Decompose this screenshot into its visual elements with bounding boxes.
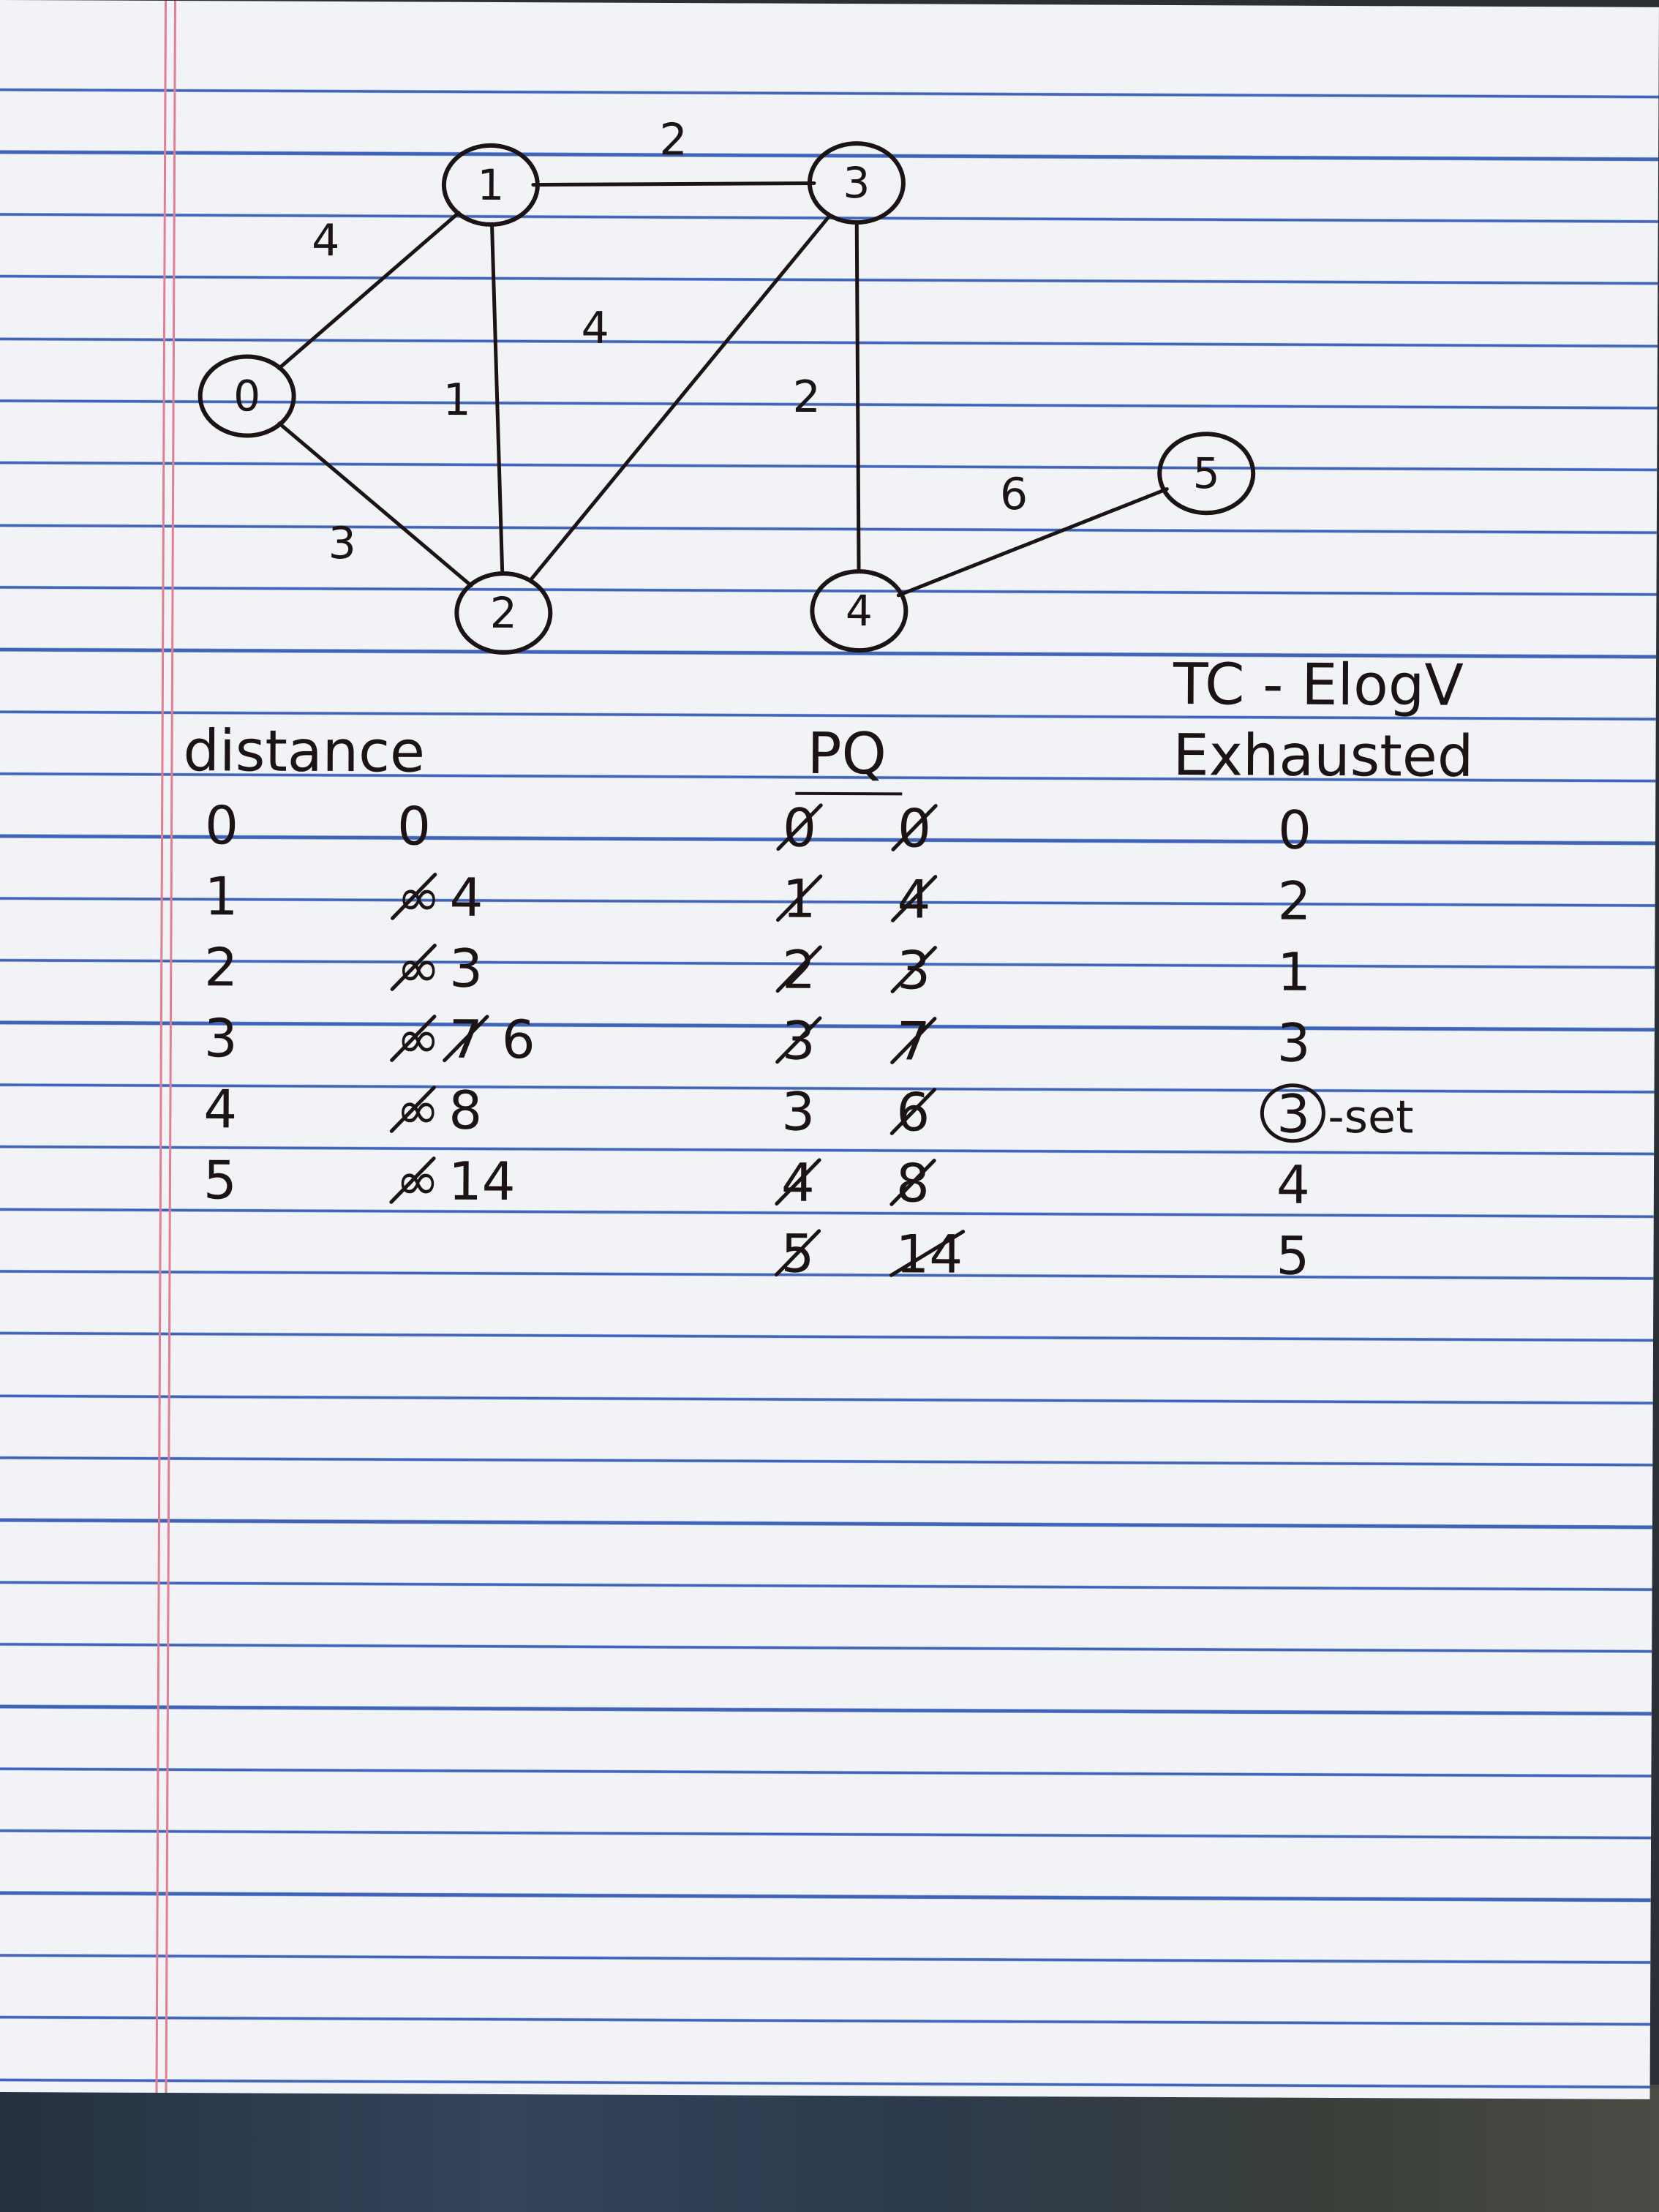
strike-mark (891, 875, 938, 922)
node-2-circle (454, 571, 553, 655)
distance-row: 4∞8 (203, 1078, 482, 1141)
pq-row: 37 (775, 1010, 937, 1072)
pq-table: PQ 00 14 23 37 36 48 514 (774, 721, 966, 1285)
distance-node: 5 (203, 1149, 237, 1211)
strike-mark (443, 1015, 489, 1063)
node-0-label: 0 (233, 371, 260, 421)
edge-0-1 (276, 211, 461, 371)
exhausted-node: 3 (1276, 1083, 1310, 1145)
exhausted-list: Exhausted 0 2 1 3 3 -set 4 5 (1173, 723, 1473, 1287)
node-1-label: 1 (477, 160, 504, 210)
edge-1-3 (531, 181, 816, 187)
node-4-circle (810, 569, 908, 653)
edge-weight-label: 4 (312, 215, 339, 266)
exhausted-item: 3 -set (1260, 1083, 1414, 1145)
strike-mark (774, 1229, 821, 1277)
distance-row: 5∞14 (203, 1149, 516, 1212)
pq-row: 00 (776, 797, 938, 859)
node-0-circle (198, 354, 296, 438)
exhausted-title: Exhausted (1173, 723, 1473, 790)
distance-row: 2∞3 (204, 936, 483, 999)
strike-mark (775, 1016, 822, 1064)
strike-mark (891, 804, 938, 851)
edge-1-2 (490, 225, 505, 573)
distance-value: 0 (397, 795, 431, 857)
strike-mark (390, 944, 437, 991)
edge-weight-label: 4 (581, 303, 609, 354)
exhausted-item: 2 (1277, 870, 1311, 932)
edge-weight-label: 2 (659, 114, 687, 165)
pq-node: 3 (781, 1081, 815, 1143)
edge-4-5 (896, 487, 1169, 598)
distance-value: 8 (448, 1080, 482, 1141)
exhausted-item: 3 (1277, 1012, 1311, 1074)
pq-row: 23 (775, 939, 937, 1001)
distance-value: 14 (448, 1151, 516, 1212)
exhausted-item: 4 (1276, 1154, 1310, 1216)
strike-mark (889, 1230, 966, 1277)
distance-row: 3∞76 (204, 1007, 535, 1070)
node-1-circle (441, 143, 540, 227)
edge-weight-label: 2 (792, 372, 820, 423)
distance-table: distance 001∞42∞33∞764∞85∞14 (183, 718, 535, 1212)
strike-mark (776, 803, 823, 851)
exhausted-item: 5 (1276, 1225, 1309, 1287)
distance-node: 3 (204, 1007, 238, 1069)
edge-weight-label: 1 (443, 375, 470, 426)
exhausted-node: 3 (1277, 1012, 1311, 1074)
pq-row: 36 (781, 1081, 937, 1143)
edge-3-4 (854, 223, 861, 571)
graph-diagram: 4 3 1 2 4 2 6 0 1 2 3 4 5 (198, 114, 1256, 655)
pq-title: PQ (807, 721, 887, 787)
circled-mark (1260, 1083, 1325, 1143)
node-3-label: 3 (843, 158, 870, 208)
exhausted-item: 0 (1278, 800, 1312, 861)
strike-mark (889, 1088, 937, 1135)
strike-mark (391, 873, 437, 920)
edge-weight-label: 6 (1000, 469, 1028, 520)
pq-row: 14 (776, 868, 938, 930)
exhausted-node: 4 (1276, 1154, 1310, 1216)
strike-mark (389, 1086, 437, 1133)
strike-mark (889, 1159, 936, 1206)
node-3-circle (807, 141, 906, 225)
strike-mark (890, 946, 937, 993)
background-floor (0, 2085, 1659, 2212)
distance-row: 1∞4 (204, 865, 483, 928)
edge-2-3 (528, 214, 832, 582)
distance-node: 2 (204, 936, 238, 998)
strike-mark (389, 1156, 436, 1204)
edge-weight-label: 3 (328, 518, 356, 569)
node-4-label: 4 (846, 586, 873, 636)
node-5-circle (1157, 432, 1256, 516)
distance-node: 0 (205, 794, 238, 856)
exhausted-node: 0 (1278, 800, 1312, 861)
node-2-label: 2 (490, 588, 517, 638)
pq-row: 514 (774, 1223, 966, 1285)
strike-mark (390, 1015, 437, 1062)
strike-mark (890, 1017, 937, 1064)
pq-row: 48 (775, 1152, 936, 1214)
strike-mark (775, 945, 822, 993)
strike-mark (775, 1158, 821, 1206)
exhausted-node: 1 (1277, 941, 1311, 1003)
exhausted-node: 2 (1277, 870, 1311, 932)
exhausted-node: 5 (1276, 1225, 1309, 1287)
distance-node: 4 (203, 1078, 237, 1140)
complexity-note: TC - ElogV (1173, 652, 1464, 719)
exhausted-item: 1 (1277, 941, 1311, 1003)
exhausted-note: -set (1328, 1090, 1413, 1144)
node-5-label: 5 (1193, 448, 1220, 498)
distance-value: 4 (449, 867, 483, 928)
strike-mark (776, 874, 823, 922)
edge-0-2 (277, 421, 473, 588)
distance-value: 6 (502, 1009, 535, 1070)
distance-title: distance (183, 718, 425, 785)
distance-node: 1 (204, 865, 238, 927)
distance-value: 3 (449, 938, 483, 999)
